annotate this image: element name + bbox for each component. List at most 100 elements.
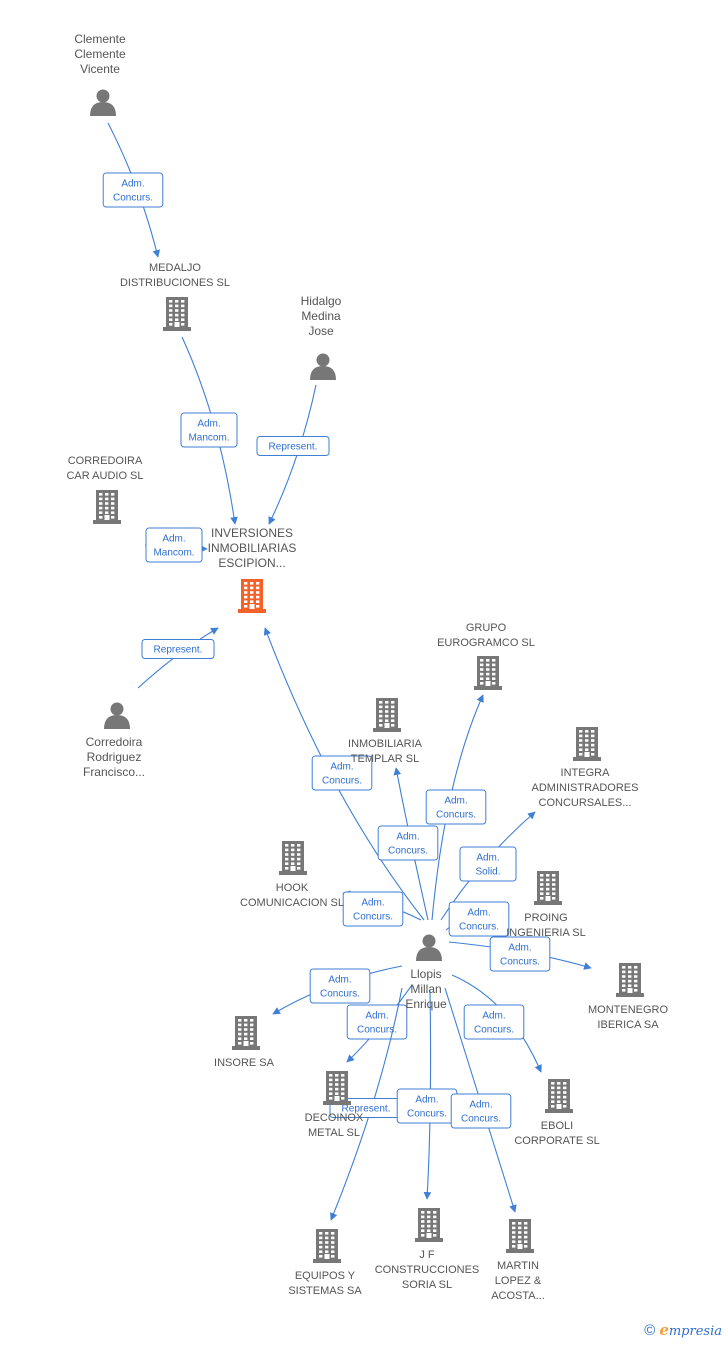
edge-label-box: [459, 846, 517, 882]
relation-edge[interactable]: Adm.Mancom.: [144, 527, 208, 563]
edge-label-text: Represent.: [342, 1104, 391, 1115]
edge-label-text: Adm.: [467, 908, 490, 919]
person-icon: [90, 89, 116, 116]
node-label: Clemente: [74, 32, 126, 46]
copyright-symbol: ©: [644, 1321, 656, 1339]
edge-label-box: [450, 1093, 512, 1129]
person-icon: [310, 353, 336, 380]
edge-label-box: [377, 825, 439, 861]
building-icon: [545, 1079, 573, 1113]
edge-label-box: [489, 936, 551, 972]
building-icon: [232, 1016, 260, 1050]
node-label: CONSTRUCCIONES: [375, 1264, 480, 1276]
building-icon: [534, 871, 562, 905]
relation-edge[interactable]: Adm.Concurs.: [342, 890, 422, 927]
edge-label-text: Concurs.: [500, 957, 540, 968]
edge-label-text: Concurs.: [113, 193, 153, 204]
node-label: MEDALJO: [149, 262, 201, 274]
person-icon: [104, 702, 130, 729]
empresia-logo[interactable]: empresia: [659, 1321, 722, 1339]
edge-label-text: Mancom.: [153, 548, 194, 559]
node-corredoira_p[interactable]: CorredoiraRodriguezFrancisco...: [83, 702, 145, 780]
relation-edge[interactable]: Adm. Solid.: [440, 811, 536, 921]
relation-edge[interactable]: Adm. Concurs.: [425, 694, 487, 921]
edge-label-text: Concurs.: [436, 810, 476, 821]
edge-label-box: [102, 172, 164, 208]
building-icon: [238, 579, 266, 613]
node-label: EUROGRAMCO SL: [437, 637, 535, 649]
building-icon: [323, 1071, 351, 1105]
node-label: Medina: [301, 309, 341, 323]
edge-label-text: Adm.: [476, 853, 499, 864]
logo-text: mpresia: [668, 1324, 722, 1339]
node-label: INVERSIONES: [211, 526, 293, 540]
node-label: COMUNICACION SL: [240, 897, 344, 909]
relation-edge[interactable]: Represent.: [256, 384, 330, 525]
edge-label-box: [463, 1004, 525, 1040]
relation-edge[interactable]: Represent.: [137, 627, 219, 689]
node-label: MARTIN: [497, 1260, 539, 1272]
node-label: Francisco...: [83, 765, 145, 779]
node-label: Vicente: [80, 62, 120, 76]
edge-label-text: Adm.: [508, 943, 531, 954]
edge-label-box: [309, 968, 371, 1004]
node-label: SISTEMAS SA: [288, 1285, 362, 1297]
edge-label-box: [141, 639, 215, 659]
edges-layer: Adm.Concurs.Adm.Mancom.Represent.Adm.Man…: [102, 122, 592, 1221]
relation-edge[interactable]: Adm.Concurs.: [377, 767, 439, 921]
edge-label-text: Concurs.: [474, 1025, 514, 1036]
node-integra[interactable]: INTEGRAADMINISTRADORESCONCURSALES...: [532, 727, 639, 809]
node-label: INTEGRA: [561, 767, 611, 779]
person-icon: [416, 934, 442, 961]
relation-edge[interactable]: Adm.Concurs.: [263, 627, 425, 921]
relation-edge[interactable]: Adm.Concurs.: [451, 974, 542, 1073]
edge-label-box: [342, 891, 404, 927]
node-equipos[interactable]: EQUIPOS Y SISTEMAS SA: [288, 1229, 362, 1297]
edge-label-text: Adm.: [328, 975, 351, 986]
relation-edge[interactable]: Adm. Concurs.: [445, 901, 510, 937]
node-label: DECOINOX: [305, 1112, 364, 1124]
edge-label-text: Concurs.: [461, 1114, 501, 1125]
edge-label-text: Represent.: [154, 645, 203, 656]
relation-edge[interactable]: Adm.Concurs.: [346, 984, 413, 1063]
relation-edge[interactable]: Adm. Concurs.: [448, 936, 592, 972]
edge-label-text: Solid.: [475, 867, 500, 878]
edge-label-text: Adm.: [330, 762, 353, 773]
node-insore[interactable]: INSORE SA: [214, 1016, 275, 1069]
building-icon: [163, 297, 191, 331]
node-decoinox[interactable]: DECOINOX METAL SL: [305, 1071, 364, 1139]
node-montenegro[interactable]: MONTENEGRO IBERICA SA: [588, 963, 669, 1031]
building-icon: [616, 963, 644, 997]
node-label: Enrique: [405, 997, 447, 1011]
node-label: IBERICA SA: [597, 1019, 659, 1031]
node-label: EQUIPOS Y: [295, 1270, 356, 1282]
edge-label-text: Concurs.: [357, 1025, 397, 1036]
edge-label-box: [346, 1004, 408, 1040]
node-label: METAL SL: [308, 1127, 360, 1139]
node-label: LOPEZ &: [495, 1275, 542, 1287]
relation-edge[interactable]: Adm.Concurs.: [272, 965, 403, 1015]
relation-edge[interactable]: Adm.Concurs.: [444, 987, 517, 1213]
node-label: Llopis: [410, 967, 441, 981]
relation-edge[interactable]: Adm.Concurs.: [102, 122, 164, 258]
edge-label-text: Concurs.: [459, 922, 499, 933]
node-inversiones[interactable]: INVERSIONESINMOBILIARIASESCIPION...: [208, 526, 297, 613]
node-label: MONTENEGRO: [588, 1004, 669, 1016]
node-label: PROING: [524, 912, 567, 924]
relation-edge[interactable]: Adm.Mancom.: [180, 336, 238, 525]
node-label: Hidalgo: [301, 294, 342, 308]
node-label: ESCIPION...: [218, 556, 285, 570]
